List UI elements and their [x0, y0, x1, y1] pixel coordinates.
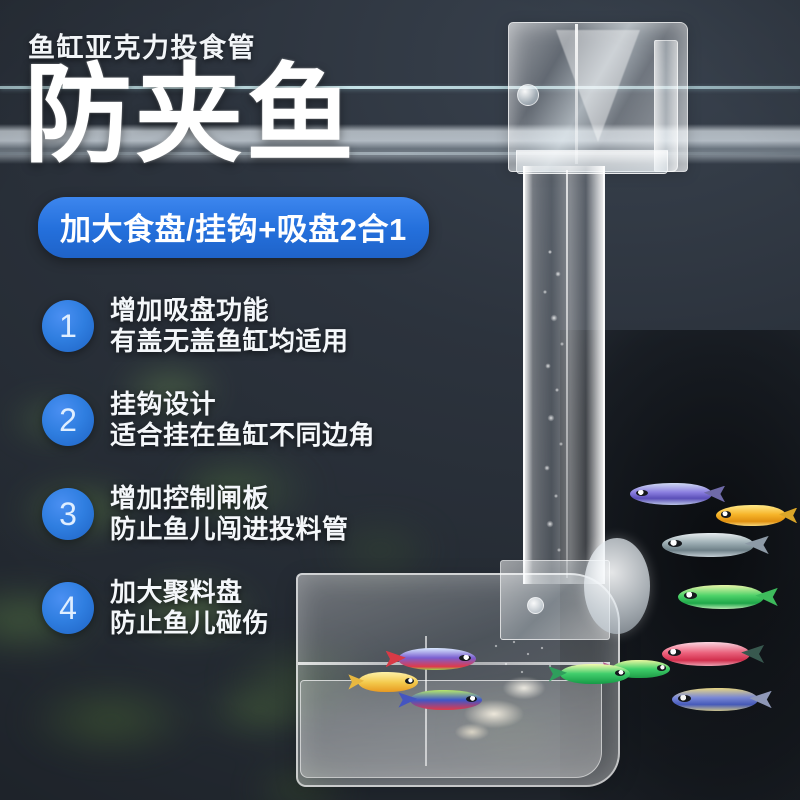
- tank-glass-line: [0, 86, 800, 89]
- feature-badge-1: 1: [42, 300, 94, 352]
- feature-line-1: 挂钩设计: [110, 389, 217, 420]
- fish-eye: [668, 649, 682, 657]
- hopper-knob: [517, 84, 539, 106]
- fish-eye: [614, 670, 626, 676]
- tank-rim-line: [0, 152, 800, 155]
- feature-badge-3: 3: [42, 488, 94, 540]
- fish-eye: [657, 665, 666, 671]
- eyebrow-title: 鱼缸亚克力投食管: [28, 33, 256, 63]
- feature-line-1: 加大聚料盘: [110, 577, 243, 608]
- fish-food-particles: [486, 638, 566, 698]
- hopper-inner-cone: [556, 30, 640, 142]
- feature-item-4: 4 加大聚料盘防止鱼儿碰伤: [42, 575, 472, 641]
- feature-text-2: 挂钩设计适合挂在鱼缸不同边角: [110, 389, 375, 450]
- fish-eye: [668, 540, 683, 548]
- page-title: 防夹鱼: [24, 54, 358, 175]
- fish-eye: [466, 696, 477, 702]
- pink-zebrafish: [662, 642, 765, 666]
- feature-item-2: 2 挂钩设计适合挂在鱼缸不同边角: [42, 387, 472, 453]
- silver-zebrafish: [662, 533, 769, 557]
- feature-item-1: 1 增加吸盘功能有盖无盖鱼缸均适用: [42, 293, 472, 359]
- feature-text-3: 增加控制闸板防止鱼儿闯进投料管: [110, 483, 349, 544]
- tray-feeding-fish-b: [410, 690, 482, 710]
- fish-eye: [635, 489, 649, 497]
- fish-eye: [684, 592, 697, 600]
- feature-line-2: 适合挂在鱼缸不同边角: [110, 420, 376, 450]
- feature-item-3: 3 增加控制闸板防止鱼儿闯进投料管: [42, 481, 472, 547]
- blue-yellow-zebrafish: [672, 688, 772, 711]
- fish-body: [672, 688, 758, 711]
- feature-line-2: 防止鱼儿碰伤: [110, 608, 270, 638]
- feature-badge-2: 2: [42, 394, 94, 446]
- feature-line-2: 防止鱼儿闯进投料管: [110, 514, 349, 544]
- tray-yellow-fish: [358, 672, 418, 692]
- feature-text-4: 加大聚料盘防止鱼儿碰伤: [110, 577, 269, 638]
- fish-eye: [678, 694, 691, 702]
- gate-screw: [527, 597, 544, 614]
- yellow-zebrafish: [716, 505, 798, 526]
- tray-green-fish: [560, 664, 630, 684]
- fish-body: [716, 505, 786, 526]
- feature-badge-4: 4: [42, 582, 94, 634]
- feature-text-1: 增加吸盘功能有盖无盖鱼缸均适用: [110, 295, 349, 356]
- feature-line-2: 有盖无盖鱼缸均适用: [110, 326, 349, 356]
- hopper-edge-highlight: [575, 24, 578, 164]
- fish-eye: [404, 678, 414, 684]
- subtitle-pill: 加大食盘/挂钩+吸盘2合1: [38, 197, 429, 258]
- feature-line-1: 增加吸盘功能: [110, 295, 270, 326]
- feature-list: 1 增加吸盘功能有盖无盖鱼缸均适用 2 挂钩设计适合挂在鱼缸不同边角 3 增加控制闸板防止…: [42, 293, 472, 669]
- green-zebrafish: [678, 585, 778, 609]
- fish-eye: [720, 511, 732, 518]
- purple-blue-zebrafish: [630, 483, 726, 505]
- air-bubbles: [536, 240, 576, 580]
- feature-line-1: 增加控制闸板: [110, 483, 270, 514]
- suction-cup: [584, 538, 650, 634]
- fish-body: [630, 483, 712, 505]
